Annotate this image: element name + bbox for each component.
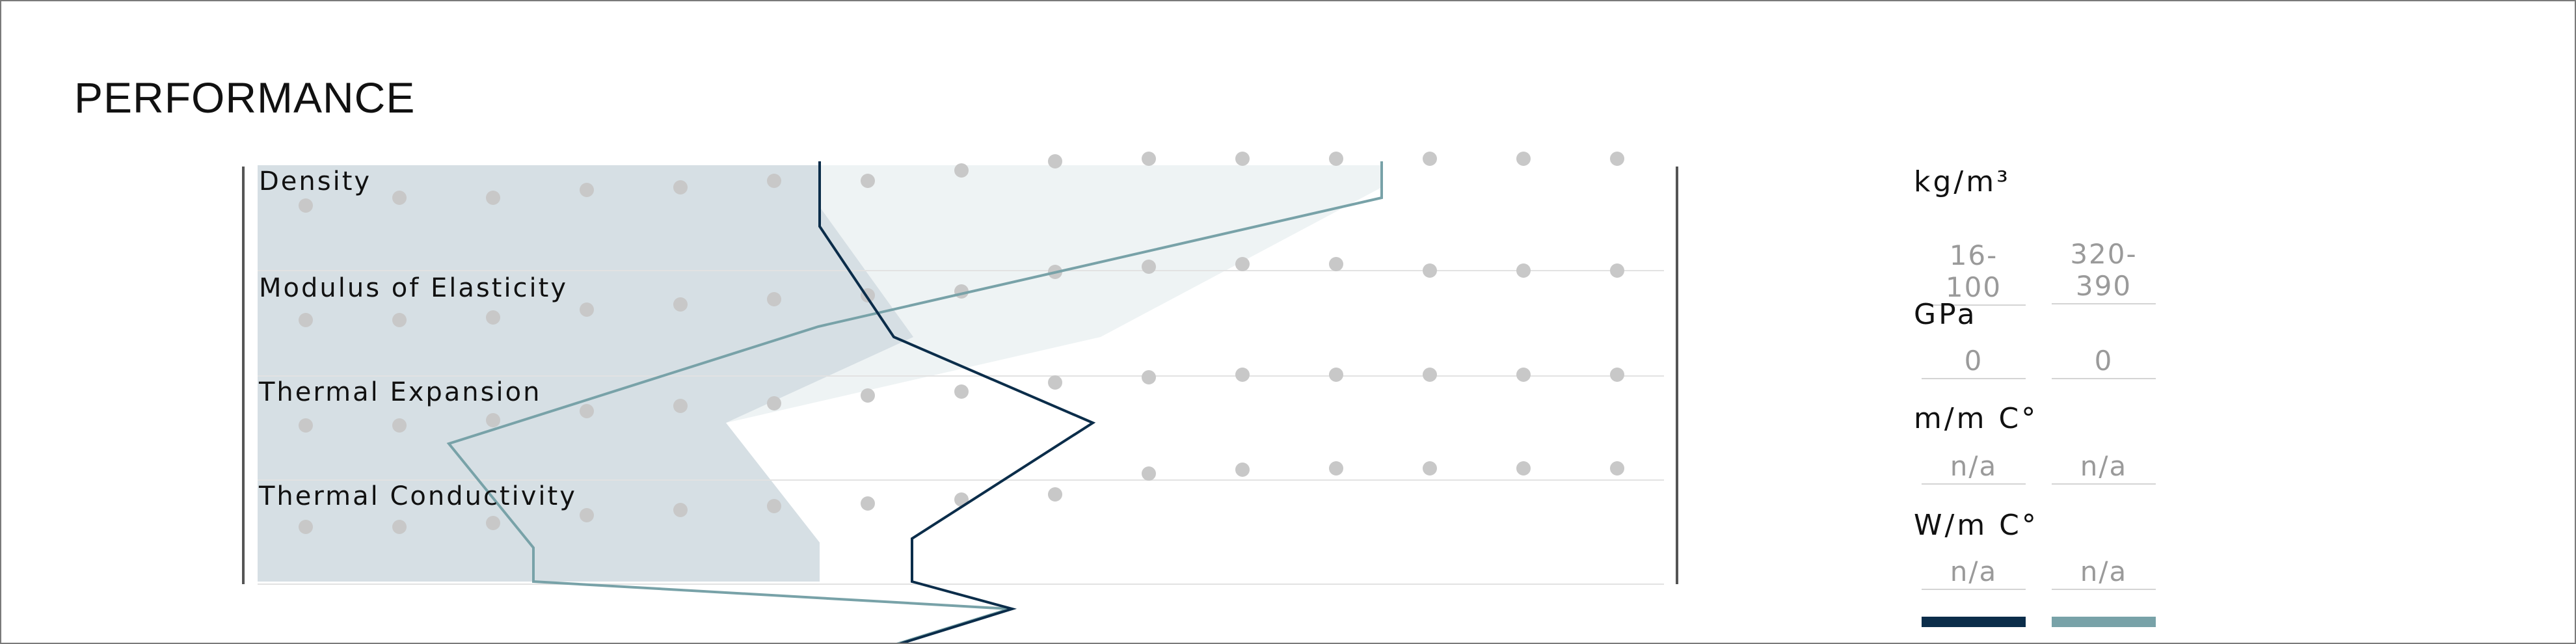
grid-dot xyxy=(1329,461,1343,476)
density-value-b: 320-390 xyxy=(2052,238,2156,304)
grid-dot xyxy=(1329,257,1343,271)
grid-dot xyxy=(1142,466,1156,481)
grid-dot xyxy=(1423,461,1437,476)
grid-dot xyxy=(673,297,688,312)
grid-dot xyxy=(673,399,688,413)
grid-dot xyxy=(954,163,969,178)
grid-dot xyxy=(1142,152,1156,166)
grid-dot xyxy=(673,503,688,517)
grid-dot xyxy=(1142,260,1156,274)
unit-modulus: GPa xyxy=(1914,298,1978,331)
grid-dot xyxy=(299,418,313,433)
grid-dot xyxy=(486,413,500,427)
expansion-value-b: n/a xyxy=(2052,450,2156,485)
grid-dot xyxy=(580,183,594,197)
grid-dot xyxy=(1048,154,1062,168)
grid-dot xyxy=(392,418,407,433)
grid-dot xyxy=(861,174,875,188)
grid-dot xyxy=(486,191,500,205)
legend-swatch-series-a xyxy=(1922,617,2026,627)
grid-dot xyxy=(1329,368,1343,382)
modulus-value-a: 0 xyxy=(1922,345,2026,379)
grid-dot xyxy=(392,313,407,327)
grid-dot xyxy=(1235,257,1250,271)
row-label: Thermal Conductivity xyxy=(258,481,577,511)
grid-dot xyxy=(1516,152,1531,166)
series-b-line xyxy=(446,161,1383,643)
expansion-value-a: n/a xyxy=(1922,450,2026,485)
grid-dot xyxy=(1235,152,1250,166)
series-a-line xyxy=(818,161,1096,643)
legend-swatch-series-b xyxy=(2052,617,2156,627)
grid-dot xyxy=(861,388,875,403)
grid-dot xyxy=(486,310,500,325)
row-label: Density xyxy=(259,167,371,196)
density-value-a: 16-100 xyxy=(1922,239,2026,306)
grid-dot xyxy=(1610,461,1624,476)
grid-dot xyxy=(1142,370,1156,384)
grid-dot xyxy=(1610,368,1624,382)
grid-dot xyxy=(1048,375,1062,390)
grid-dot xyxy=(1516,368,1531,382)
grid-dot xyxy=(1610,152,1624,166)
grid-dot xyxy=(1516,461,1531,476)
grid-dot xyxy=(767,292,781,306)
grid-dot xyxy=(673,180,688,195)
grid-dot xyxy=(1329,152,1343,166)
grid-dot xyxy=(299,198,313,213)
row-label: Modulus of Elasticity xyxy=(259,273,568,303)
grid-dot xyxy=(1423,368,1437,382)
unit-conductivity: W/m C° xyxy=(1914,509,2039,542)
grid-dot xyxy=(392,191,407,205)
grid-dot xyxy=(1610,263,1624,278)
grid-dot xyxy=(861,496,875,511)
conductivity-value-b: n/a xyxy=(2052,556,2156,590)
grid-dot xyxy=(1423,263,1437,278)
grid-dot xyxy=(580,302,594,317)
grid-dot xyxy=(392,520,407,534)
grid-dot xyxy=(954,384,969,399)
grid-dot xyxy=(1048,487,1062,502)
page-title: PERFORMANCE xyxy=(74,74,416,122)
grid-dot xyxy=(1235,368,1250,382)
series-overlap-area xyxy=(258,165,913,582)
grid-dot xyxy=(1235,463,1250,477)
modulus-value-b: 0 xyxy=(2052,345,2156,379)
grid-dot xyxy=(767,174,781,188)
conductivity-value-a: n/a xyxy=(1922,556,2026,590)
grid-dot xyxy=(580,404,594,418)
unit-density: kg/m³ xyxy=(1914,165,2011,198)
unit-expansion: m/m C° xyxy=(1914,402,2039,435)
grid-dot xyxy=(580,508,594,522)
grid-dot xyxy=(767,499,781,513)
grid-dot xyxy=(1516,263,1531,278)
grid-dot xyxy=(486,516,500,530)
grid-dot xyxy=(299,313,313,327)
grid-dot xyxy=(299,520,313,534)
row-label: Thermal Expansion xyxy=(258,377,541,407)
grid-dot xyxy=(767,396,781,410)
grid-dot xyxy=(1423,152,1437,166)
